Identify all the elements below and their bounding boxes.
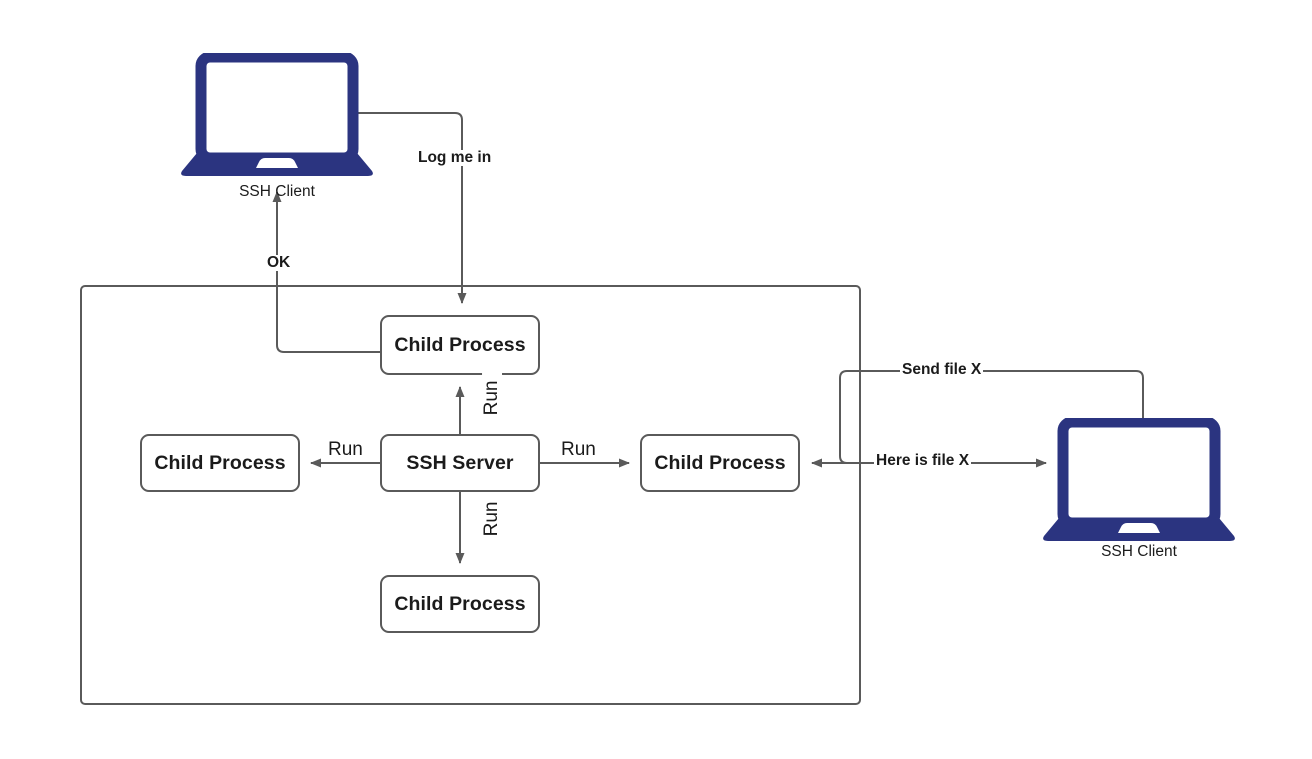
edge-label-here-is-file-x: Here is file X xyxy=(874,452,972,470)
ssh-client-top-label: SSH Client xyxy=(239,183,315,200)
ssh-client-top-laptop-icon xyxy=(179,53,375,177)
child-process-left-box[interactable]: Child Process xyxy=(140,434,300,492)
ssh-client-right-laptop-icon xyxy=(1041,418,1237,542)
edge-label-run-right: Run xyxy=(558,440,599,460)
child-process-bottom-box[interactable]: Child Process xyxy=(380,575,540,633)
edge-label-send-file-x: Send file X xyxy=(900,361,984,379)
edge-label-ok: OK xyxy=(265,254,293,272)
edge-label-run-left: Run xyxy=(325,440,366,460)
edge-label-run-down: Run xyxy=(481,492,502,545)
child-process-right-box[interactable]: Child Process xyxy=(640,434,800,492)
ssh-server-box[interactable]: SSH Server xyxy=(380,434,540,492)
ssh-client-right-label: SSH Client xyxy=(1101,543,1177,560)
host-container xyxy=(80,285,861,705)
child-process-top-box[interactable]: Child Process xyxy=(380,315,540,375)
edge-label-log-me-in: Log me in xyxy=(416,149,494,167)
edge-label-run-up: Run xyxy=(481,371,502,424)
